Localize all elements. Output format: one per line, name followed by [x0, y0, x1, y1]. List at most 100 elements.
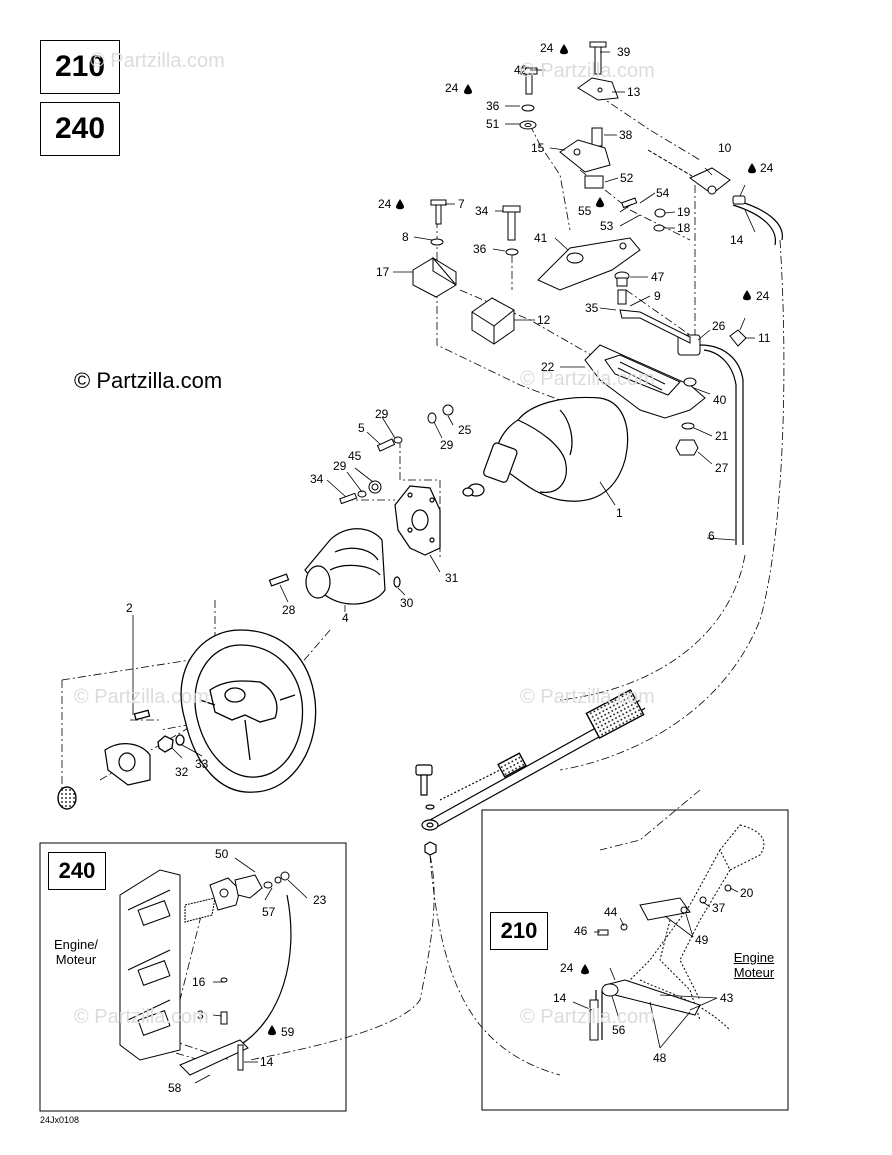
callout: 36: [473, 242, 487, 256]
callout: 21: [715, 429, 729, 443]
callout: 10: [718, 141, 732, 155]
callout: 38: [619, 128, 633, 142]
callout: 40: [713, 393, 727, 407]
engine-label-line: Moteur: [55, 952, 97, 967]
callout: 36: [486, 99, 500, 113]
callout: 55: [578, 204, 592, 218]
grease-drop-icon: [748, 163, 756, 174]
watermark: © Partzilla.com: [520, 686, 655, 708]
drawing-reference: 24Jx0108: [40, 1115, 80, 1125]
mount-plate: [394, 485, 441, 556]
callout: 13: [627, 85, 641, 99]
watermark: © Partzilla.com: [90, 50, 225, 72]
callout: 41: [534, 231, 548, 245]
callout: 48: [653, 1051, 667, 1065]
watermark: © Partzilla.com: [74, 686, 209, 708]
callout: 24: [378, 197, 392, 211]
callout: 35: [585, 301, 599, 315]
callout: 9: [654, 289, 661, 303]
callout: 1: [616, 506, 623, 520]
callout: 58: [168, 1081, 182, 1095]
leader-lines: [132, 51, 756, 1084]
inset-240-label: 240: [48, 852, 106, 890]
callout: 4: [342, 611, 349, 625]
watermark: © Partzilla.com: [520, 60, 655, 82]
model-number: 240: [54, 112, 106, 145]
callout: 26: [712, 319, 726, 333]
callout: 6: [708, 529, 715, 543]
copyright-text: © Partzilla.com: [74, 368, 223, 393]
grease-drop-icons: [268, 44, 756, 1036]
inset-210-frame: [481, 809, 789, 1111]
callout: 49: [695, 933, 709, 947]
callout: 12: [537, 313, 551, 327]
grease-drop-icon: [560, 44, 568, 55]
engine-label-line: Moteur: [733, 965, 775, 980]
callout: 46: [574, 924, 588, 938]
model-box-210: 210: [40, 40, 120, 94]
watermark: © Partzilla.com: [74, 1006, 209, 1028]
callout: 15: [531, 141, 545, 155]
callout: 22: [541, 360, 555, 374]
callout: 57: [262, 905, 276, 919]
callout: 39: [617, 45, 631, 59]
callout: 32: [175, 765, 189, 779]
grease-drop-icon: [268, 1025, 276, 1036]
callout: 34: [310, 472, 324, 486]
callout: 29: [440, 438, 454, 452]
callout: 17: [376, 265, 390, 279]
engine-label-240: Engine/ Moteur: [44, 937, 108, 967]
bracket-17-block-12: [412, 256, 515, 345]
callout: 52: [620, 171, 634, 185]
grease-drop-icon: [596, 197, 604, 208]
callout: 25: [458, 423, 472, 437]
engine-label-line: Engine/: [53, 937, 99, 952]
callout: 42: [514, 63, 528, 77]
callout: 51: [486, 117, 500, 131]
callout: 56: [612, 1023, 626, 1037]
callout: 37: [712, 901, 726, 915]
steering-wheel-cap: [57, 743, 151, 810]
callout: 16: [192, 975, 206, 989]
inset-210-drawing: [589, 824, 765, 1041]
callout: 31: [445, 571, 459, 585]
column-hardware: [339, 404, 454, 505]
callout: 19: [677, 205, 691, 219]
steering-hub: [268, 528, 401, 605]
callout: 24: [445, 81, 459, 95]
callout: 54: [656, 186, 670, 200]
callout: 2: [126, 601, 133, 615]
grease-drop-icon: [581, 964, 589, 975]
callout: 53: [600, 219, 614, 233]
steering-arm-assembly: [584, 149, 747, 456]
watermark: © Partzilla.com: [520, 368, 655, 390]
model-box-240: 240: [40, 102, 120, 156]
callout: 5: [358, 421, 365, 435]
callout-labels: 39 24 42 13 24 36 51 38 15 10 24 52 54 2…: [126, 41, 774, 1095]
callout: 27: [715, 461, 729, 475]
inset-210-label: 210: [490, 912, 548, 950]
callout: 23: [313, 893, 327, 907]
callout: 44: [604, 905, 618, 919]
callout: 8: [402, 230, 409, 244]
callout: 29: [375, 407, 389, 421]
callout: 18: [677, 221, 691, 235]
throttle-cable-main: [415, 689, 646, 856]
callout: 24: [760, 161, 774, 175]
callout: 47: [651, 270, 665, 284]
model-number: 210: [54, 50, 106, 83]
callout: 29: [333, 459, 347, 473]
callout: 20: [740, 886, 754, 900]
callout: 43: [720, 991, 734, 1005]
callout: 30: [400, 596, 414, 610]
engine-label-210: Engine Moteur: [722, 950, 786, 980]
callout: 28: [282, 603, 296, 617]
inset-240-frame: [39, 842, 347, 1112]
callout: 7: [458, 197, 465, 211]
grease-drop-icon: [743, 290, 751, 301]
callout: 24: [560, 961, 574, 975]
callout: 14: [260, 1055, 274, 1069]
cable-bracket-assembly: [430, 41, 666, 305]
callout: 24: [540, 41, 554, 55]
